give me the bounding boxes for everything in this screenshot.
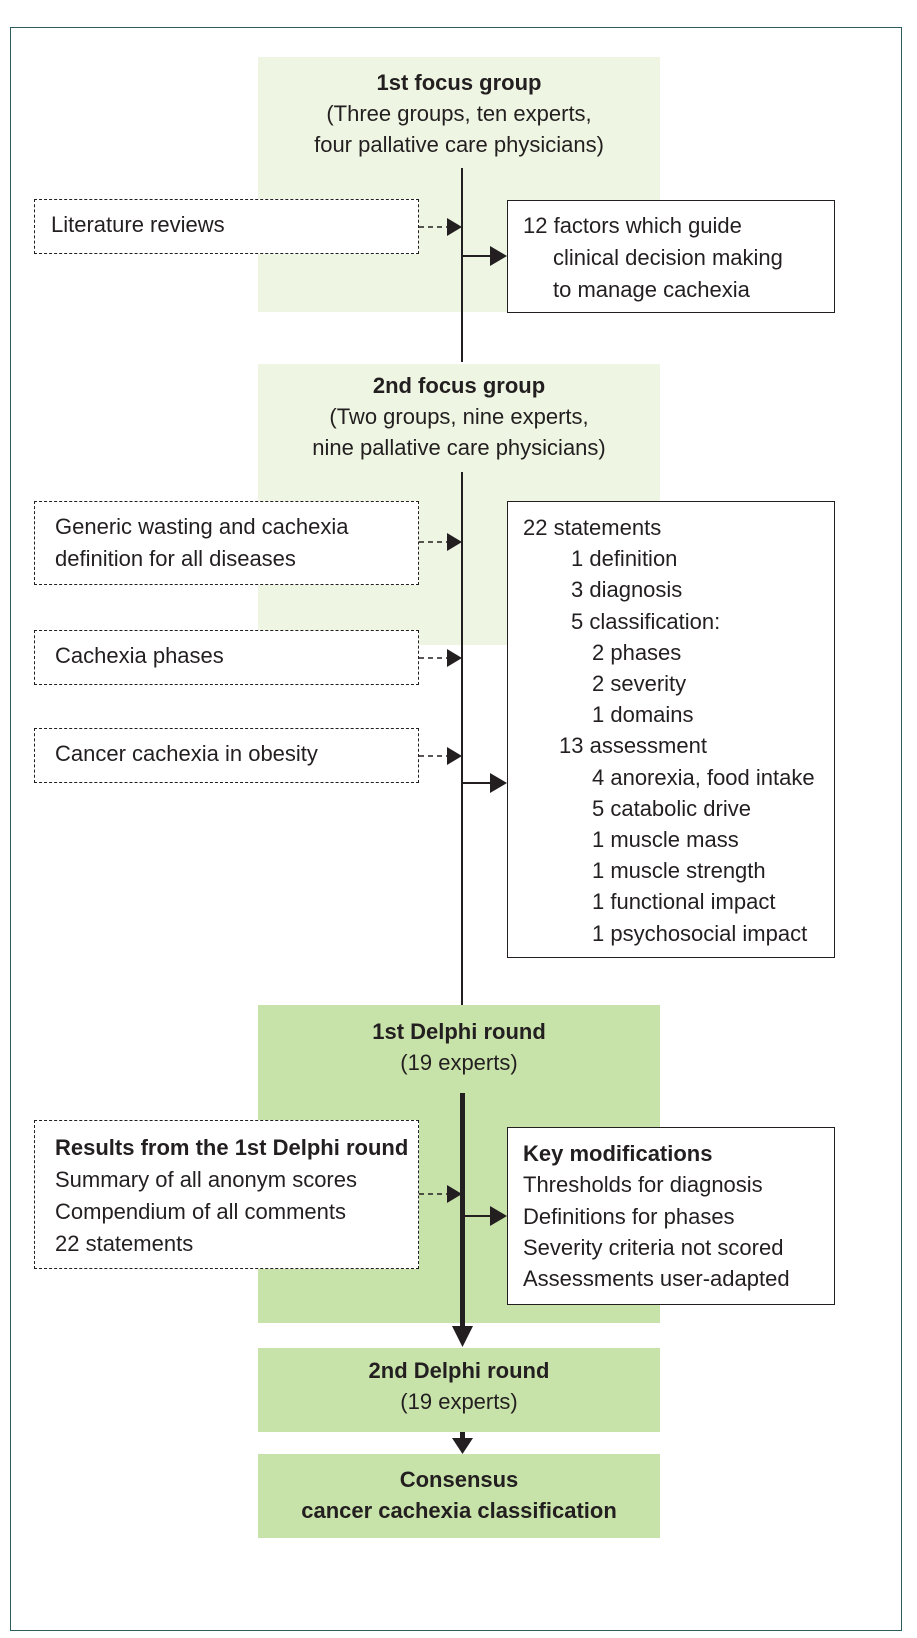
spine-line-1 (461, 168, 463, 362)
results-line-3: 22 statements (55, 1231, 194, 1256)
modifications-box: Key modifications Thresholds for diagnos… (507, 1127, 835, 1305)
focus-group-1-subtitle-1: (Three groups, ten experts, (326, 101, 592, 126)
modifications-line-1: Thresholds for diagnosis (523, 1172, 763, 1198)
focus-group-2-heading: 2nd focus group (Two groups, nine expert… (258, 370, 660, 463)
factors-line-2: clinical decision making (553, 245, 783, 270)
statement-classification: 5 classification: (571, 608, 721, 634)
cachexia-obesity-text: Cancer cachexia in obesity (55, 741, 318, 766)
delphi-1-title: 1st Delphi round (372, 1019, 546, 1044)
statement-muscle-mass: 1 muscle mass (592, 827, 739, 853)
results-heading: Results from the 1st Delphi round (55, 1135, 409, 1160)
literature-reviews-text: Literature reviews (51, 212, 225, 237)
statement-psychosocial: 1 psychosocial impact (592, 920, 808, 946)
focus-group-1-heading: 1st focus group (Three groups, ten exper… (258, 67, 660, 160)
modifications-line-2: Definitions for phases (523, 1203, 735, 1229)
cachexia-phases-text: Cachexia phases (55, 643, 224, 668)
spine-line-4 (460, 1432, 465, 1440)
statement-diagnosis: 3 diagnosis (571, 577, 683, 603)
consensus-line-2: cancer cachexia classification (301, 1498, 617, 1523)
statement-anorexia: 4 anorexia, food intake (592, 764, 815, 790)
statement-domains: 1 domains (592, 702, 694, 728)
statements-box: 22 statements 1 definition 3 diagnosis 5… (507, 501, 835, 958)
delphi-1-heading: 1st Delphi round (19 experts) (258, 1016, 660, 1078)
factors-line-3: to manage cachexia (553, 277, 750, 302)
focus-group-1-subtitle-2: four pallative care physicians) (314, 132, 604, 157)
delphi-1-subtitle: (19 experts) (400, 1050, 518, 1075)
delphi-2-band (258, 1348, 660, 1432)
consensus-band (258, 1454, 660, 1538)
generic-definition-line-1: Generic wasting and cachexia (55, 514, 349, 539)
focus-group-2-title: 2nd focus group (372, 373, 546, 398)
statement-muscle-strength: 1 muscle strength (592, 858, 766, 884)
results-delphi-1-box: Results from the 1st Delphi round Summar… (34, 1120, 419, 1269)
results-line-2: Compendium of all comments (55, 1199, 347, 1224)
generic-definition-line-2: definition for all diseases (55, 546, 296, 571)
cachexia-phases-box: Cachexia phases (34, 630, 419, 685)
statements-heading: 22 statements (523, 515, 662, 540)
focus-group-1-title: 1st focus group (376, 70, 542, 95)
statement-functional: 1 functional impact (592, 889, 776, 915)
focus-group-2-subtitle-2: nine pallative care physicians) (312, 435, 606, 460)
statement-catabolic: 5 catabolic drive (592, 795, 751, 821)
focus-group-2-subtitle-1: (Two groups, nine experts, (329, 404, 589, 429)
consensus-heading: Consensus cancer cachexia classification (258, 1464, 660, 1526)
spine-line-2 (461, 472, 463, 1005)
delphi-2-heading: 2nd Delphi round (19 experts) (258, 1355, 660, 1417)
statement-assessment: 13 assessment (559, 733, 707, 759)
literature-reviews-box: Literature reviews (34, 199, 419, 254)
statement-severity: 2 severity (592, 671, 687, 697)
modifications-line-4: Assessments user-adapted (523, 1266, 790, 1292)
factors-line-1: 12 factors which guide (523, 213, 742, 238)
cachexia-obesity-box: Cancer cachexia in obesity (34, 728, 419, 783)
delphi-2-title: 2nd Delphi round (368, 1358, 550, 1383)
consensus-line-1: Consensus (399, 1467, 519, 1492)
modifications-line-3: Severity criteria not scored (523, 1234, 784, 1260)
statement-definition: 1 definition (571, 546, 678, 572)
statement-phases: 2 phases (592, 639, 682, 665)
results-line-1: Summary of all anonym scores (55, 1167, 357, 1192)
figure-frame (10, 27, 902, 1631)
generic-definition-box: Generic wasting and cachexia definition … (34, 501, 419, 585)
factors-box: 12 factors which guide clinical decision… (507, 200, 835, 313)
modifications-heading: Key modifications (523, 1141, 713, 1166)
spine-line-3 (460, 1093, 465, 1327)
delphi-2-subtitle: (19 experts) (400, 1389, 518, 1414)
